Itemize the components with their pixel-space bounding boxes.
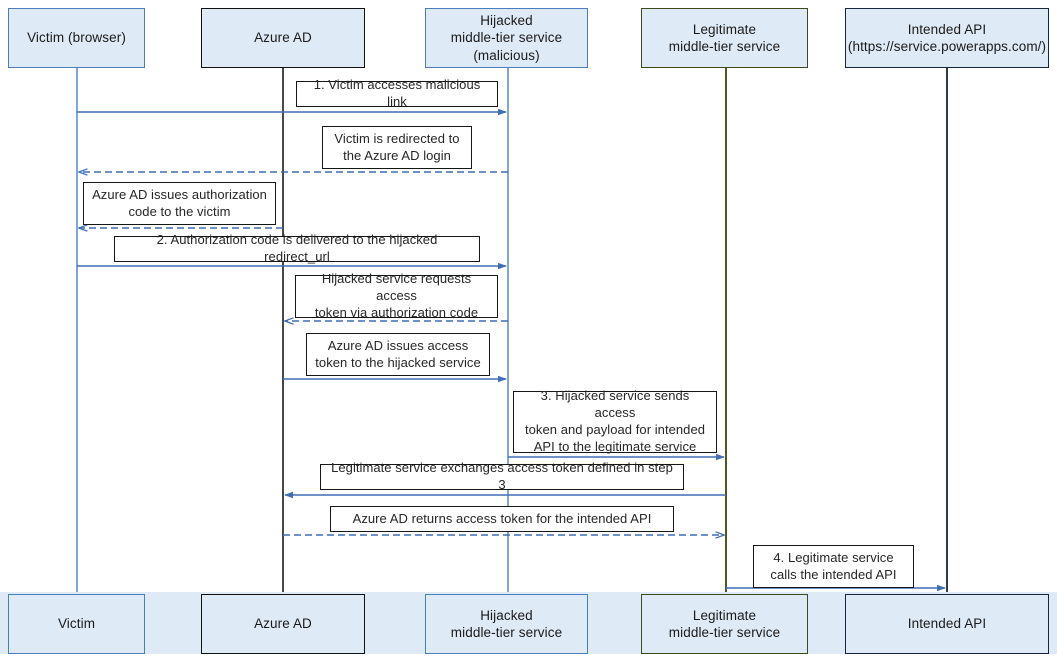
participant-label: Azure AD — [254, 616, 312, 632]
participant-label: Legitimate middle-tier service — [668, 21, 781, 54]
message-label-msg-1: 1. Victim accesses malicious link — [296, 77, 498, 109]
message-label-text: Azure AD issues access token to the hija… — [315, 337, 481, 370]
message-label-text: Azure AD issues authorization code to th… — [92, 186, 267, 219]
participant-label: Victim (browser) — [27, 30, 126, 46]
message-label-text: Hijacked service requests access token v… — [314, 271, 479, 320]
message-label-text: 4. Legitimate service calls the intended… — [770, 549, 897, 582]
message-label-msg-2: Victim is redirected to the Azure AD log… — [322, 126, 472, 169]
message-label-msg-8: Legitimate service exchanges access toke… — [320, 460, 684, 492]
message-label-msg-10: 4. Legitimate service calls the intended… — [753, 545, 914, 588]
participant-azure-ad-bottom: Azure AD — [201, 594, 365, 654]
participant-intended-api: Intended API (https://service.powerapps.… — [845, 8, 1049, 68]
participant-label: Intended API (https://service.powerapps.… — [847, 21, 1047, 54]
participant-label: Hijacked middle-tier service — [450, 607, 563, 640]
participant-hijacked-service: Hijacked middle-tier service (malicious) — [425, 8, 588, 68]
participant-label: Victim — [57, 616, 96, 632]
participant-victim-bottom: Victim — [8, 594, 145, 654]
lifelines-group — [76, 68, 948, 594]
participant-victim-browser: Victim (browser) — [8, 8, 145, 68]
participant-label: Azure AD — [254, 30, 312, 46]
message-label-msg-7: 3. Hijacked service sends access token a… — [513, 388, 717, 454]
message-label-text: Azure AD returns access token for the in… — [352, 510, 652, 526]
message-label-text: 2. Authorization code is delivered to th… — [156, 232, 438, 264]
message-label-text: 1. Victim accesses malicious link — [313, 77, 481, 109]
participant-azure-ad: Azure AD — [201, 8, 365, 68]
participant-label: Legitimate middle-tier service — [668, 607, 781, 640]
message-arrows-group — [77, 108, 946, 592]
participant-label: Hijacked middle-tier service (malicious) — [450, 13, 563, 63]
participant-label: Intended API — [907, 616, 987, 632]
message-label-msg-3: Azure AD issues authorization code to th… — [83, 182, 276, 225]
participant-legitimate-service-bottom: Legitimate middle-tier service — [641, 594, 808, 654]
message-label-text: Victim is redirected to the Azure AD log… — [334, 130, 460, 163]
message-label-msg-9: Azure AD returns access token for the in… — [330, 506, 674, 532]
message-label-msg-6: Azure AD issues access token to the hija… — [306, 333, 490, 376]
message-label-msg-4: 2. Authorization code is delivered to th… — [114, 232, 480, 264]
participant-intended-api-bottom: Intended API — [845, 594, 1049, 654]
participant-legitimate-service: Legitimate middle-tier service — [641, 8, 808, 68]
message-label-text: 3. Hijacked service sends access token a… — [524, 388, 706, 454]
message-label-msg-5: Hijacked service requests access token v… — [295, 271, 498, 320]
participant-hijacked-service-bottom: Hijacked middle-tier service — [425, 594, 588, 654]
message-label-text: Legitimate service exchanges access toke… — [331, 460, 673, 492]
